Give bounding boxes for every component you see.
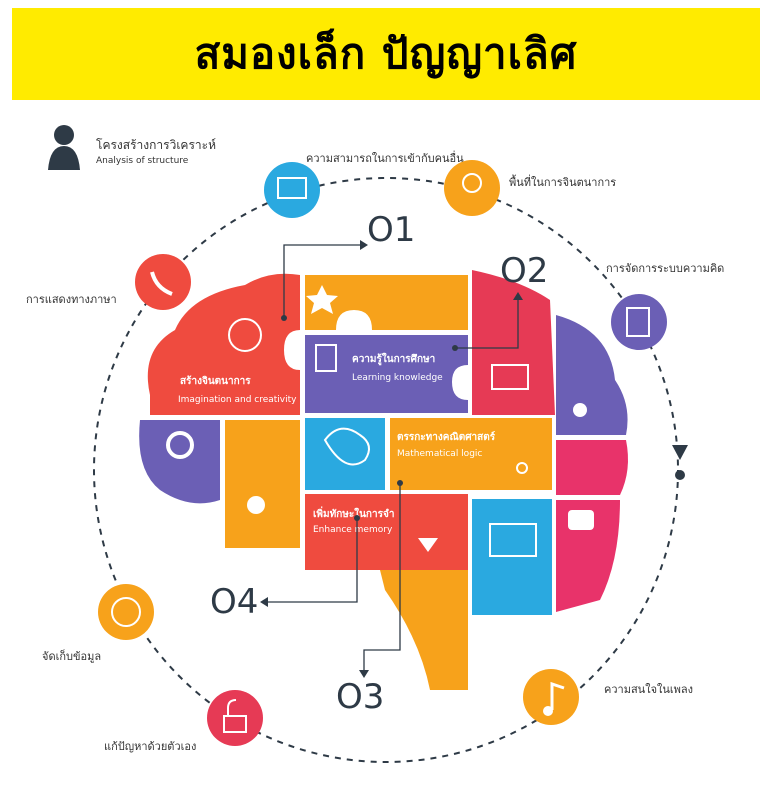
title-banner: สมองเล็ก ปัญญาเลิศ [12, 8, 760, 100]
outer-thinking-system: การจัดการระบบความคิด [606, 262, 724, 350]
legend-th: โครงสร้างการวิเคราะห์ [96, 138, 216, 152]
piece-imagination [147, 273, 300, 415]
piece-star [305, 275, 468, 330]
laptop-icon [491, 364, 529, 390]
download-icon [418, 538, 438, 552]
reader-icon [247, 496, 265, 514]
orbit-circle [93, 177, 679, 763]
connector-03 [363, 483, 401, 670]
label-imagination-space: พื้นที่ในการจินตนาการ [509, 174, 616, 189]
memory-th: เพิ่มทักษะในการจำ [313, 506, 394, 520]
chat-icon [568, 510, 594, 530]
imagination-th: สร้างจินตนาการ [180, 375, 251, 387]
label-music: ความสนใจในเพลง [604, 683, 693, 696]
number-01: O1 [367, 210, 415, 250]
outer-self-solving: แก้ปัญหาด้วยตัวเอง [104, 690, 263, 753]
memory-en: Enhance memory [313, 525, 393, 535]
imagination-en: Imagination and creativity [178, 395, 297, 405]
number-03: O3 [336, 677, 384, 717]
analysis-legend: โครงสร้างการวิเคราะห์ Analysis of struct… [48, 125, 216, 170]
label-self-solving: แก้ปัญหาด้วยตัวเอง [104, 740, 196, 753]
math-th: ตรรกะทางคณิตศาสตร์ [397, 431, 496, 443]
piece-memory [305, 494, 468, 570]
document-icon [315, 344, 337, 372]
globe-storage-icon [98, 584, 154, 640]
phone-icon [135, 254, 191, 310]
number-04: O4 [210, 582, 258, 622]
connector-01 [283, 244, 360, 318]
connector-02 [455, 300, 519, 349]
checklist-icon [611, 294, 667, 350]
piece-center-blue [305, 418, 385, 490]
unlock-icon [207, 690, 263, 746]
connector-04 [268, 518, 358, 603]
label-language: การแสดงทางภาษา [26, 293, 117, 306]
piece-math [390, 418, 552, 490]
piece-top-right [472, 270, 555, 415]
page-title: สมองเล็ก ปัญญาเลิศ [194, 29, 578, 78]
piece-right-cap [556, 315, 628, 435]
outer-imagination-space: พื้นที่ในการจินตนาการ [444, 160, 616, 216]
legend-en: Analysis of structure [96, 156, 189, 166]
math-en: Mathematical logic [397, 449, 482, 459]
learning-en: Learning knowledge [352, 373, 443, 383]
team-icon [573, 403, 587, 417]
outer-storage: จัดเก็บข้อมูล [42, 584, 154, 663]
label-understanding: ความสามารถในการเข้ากับคนอื่น [306, 150, 464, 165]
piece-left-purple [139, 420, 220, 504]
orbit-dot [675, 470, 685, 480]
outer-language: การแสดงทางภาษา [26, 254, 191, 310]
piece-right-mid [556, 440, 628, 495]
star-icon [306, 285, 338, 314]
piece-learning [305, 335, 468, 413]
piece-stem [380, 570, 468, 690]
orbit-arrow [672, 445, 688, 460]
learning-th: ความรู้ในการศึกษา [352, 352, 435, 366]
label-storage: จัดเก็บข้อมูล [42, 649, 101, 663]
globe-icon [228, 318, 262, 352]
brain-icon [323, 427, 370, 466]
label-thinking-system: การจัดการระบบความคิด [606, 262, 724, 275]
touchscreen-icon [264, 162, 320, 218]
outer-music: ความสนใจในเพลง [523, 669, 693, 725]
piece-left-orange [225, 420, 300, 548]
gear-icon [166, 431, 194, 459]
network-icon [516, 462, 528, 474]
lightbulb-icon [444, 160, 500, 216]
number-02: O2 [500, 251, 548, 291]
person-icon [54, 125, 74, 145]
outer-understanding: ความสามารถในการเข้ากับคนอื่น [264, 150, 464, 218]
book-icon [489, 523, 537, 557]
